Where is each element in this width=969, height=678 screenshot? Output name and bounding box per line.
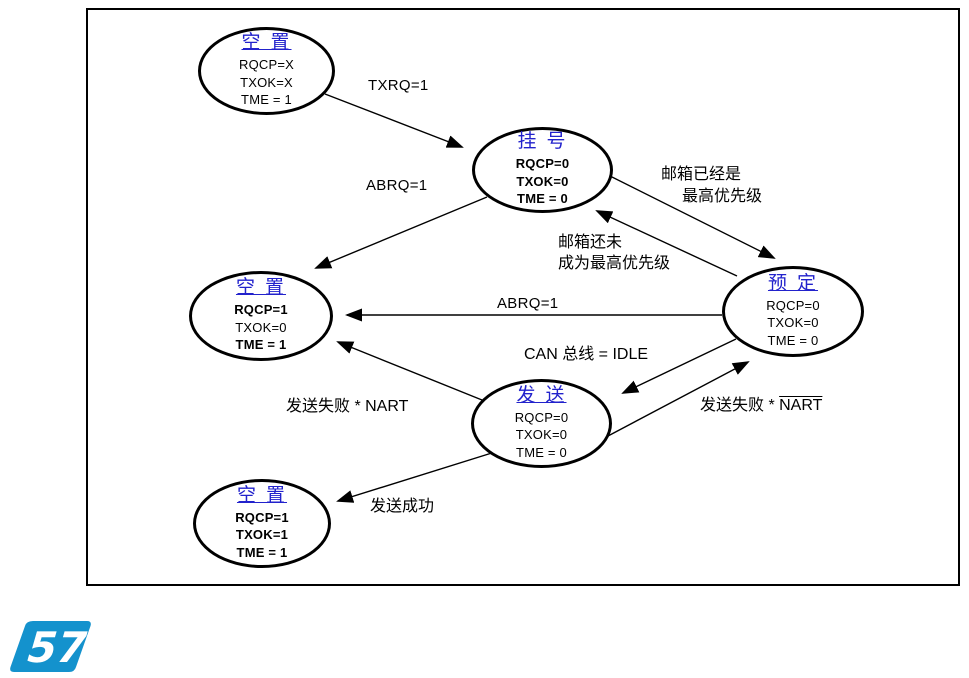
label-highest-line1: 邮箱已经是	[661, 166, 742, 183]
label-fail-nart-left: 发送失败 * NART	[286, 398, 409, 415]
label-success: 发送成功	[370, 498, 435, 515]
state-title: 空 置	[235, 276, 287, 299]
state-field: TXOK=0	[767, 315, 819, 331]
label-abrq-mid: ABRQ=1	[497, 295, 559, 312]
state-field: TME = 0	[517, 191, 568, 207]
state-field: TME = 0	[516, 444, 567, 460]
state-field: RQCP=0	[514, 409, 569, 425]
state-field: RQCP=1	[235, 509, 289, 525]
state-field: TXOK=0	[516, 173, 569, 189]
st-logo-glyph: 57	[21, 624, 92, 673]
label-can-idle: CAN 总线 = IDLE	[524, 346, 649, 363]
st-logo: 57	[10, 621, 92, 673]
label-fail-nart-prefix: 发送失败 *	[700, 397, 780, 414]
state-empty-bottom: 空 置 RQCP=1 TXOK=1 TME = 1	[193, 479, 331, 568]
state-title: 挂 号	[517, 130, 568, 153]
state-empty-left: 空 置 RQCP=1 TXOK=0 TME = 1	[189, 271, 333, 361]
state-field: TXOK=X	[240, 74, 293, 90]
label-abrq-upper: ABRQ=1	[366, 177, 428, 194]
state-field: TXOK=0	[235, 319, 287, 335]
state-field: TME = 0	[767, 332, 819, 348]
state-field: RQCP=0	[766, 297, 820, 313]
state-title: 空 置	[241, 31, 292, 54]
state-field: RQCP=X	[238, 57, 295, 73]
state-field: RQCP=1	[234, 302, 288, 318]
label-fail-nart-right: 发送失败 * NART	[700, 391, 822, 415]
st-logo-shape	[10, 621, 91, 672]
state-title: 预 定	[767, 271, 819, 294]
state-empty-top: 空 置 RQCP=X TXOK=X TME = 1	[198, 27, 335, 115]
state-field: TXOK=1	[235, 527, 289, 543]
label-not-highest-line1: 邮箱还未	[558, 234, 623, 251]
state-field: RQCP=0	[515, 156, 570, 172]
label-nart-overline: NART	[779, 397, 823, 414]
state-field: TME = 1	[235, 337, 287, 353]
state-title: 空 置	[236, 483, 288, 506]
state-field: TME = 1	[241, 92, 292, 108]
label-highest-line2: 最高优先级	[682, 188, 763, 205]
state-pending: 挂 号 RQCP=0 TXOK=0 TME = 0	[472, 127, 613, 213]
state-field: TXOK=0	[515, 427, 568, 443]
state-scheduled: 预 定 RQCP=0 TXOK=0 TME = 0	[722, 266, 864, 357]
state-field: TME = 1	[236, 544, 288, 560]
state-transmit: 发 送 RQCP=0 TXOK=0 TME = 0	[471, 379, 612, 468]
label-not-highest-line2: 成为最高优先级	[558, 255, 671, 272]
label-txrq: TXRQ=1	[368, 77, 429, 94]
state-title: 发 送	[516, 383, 567, 406]
